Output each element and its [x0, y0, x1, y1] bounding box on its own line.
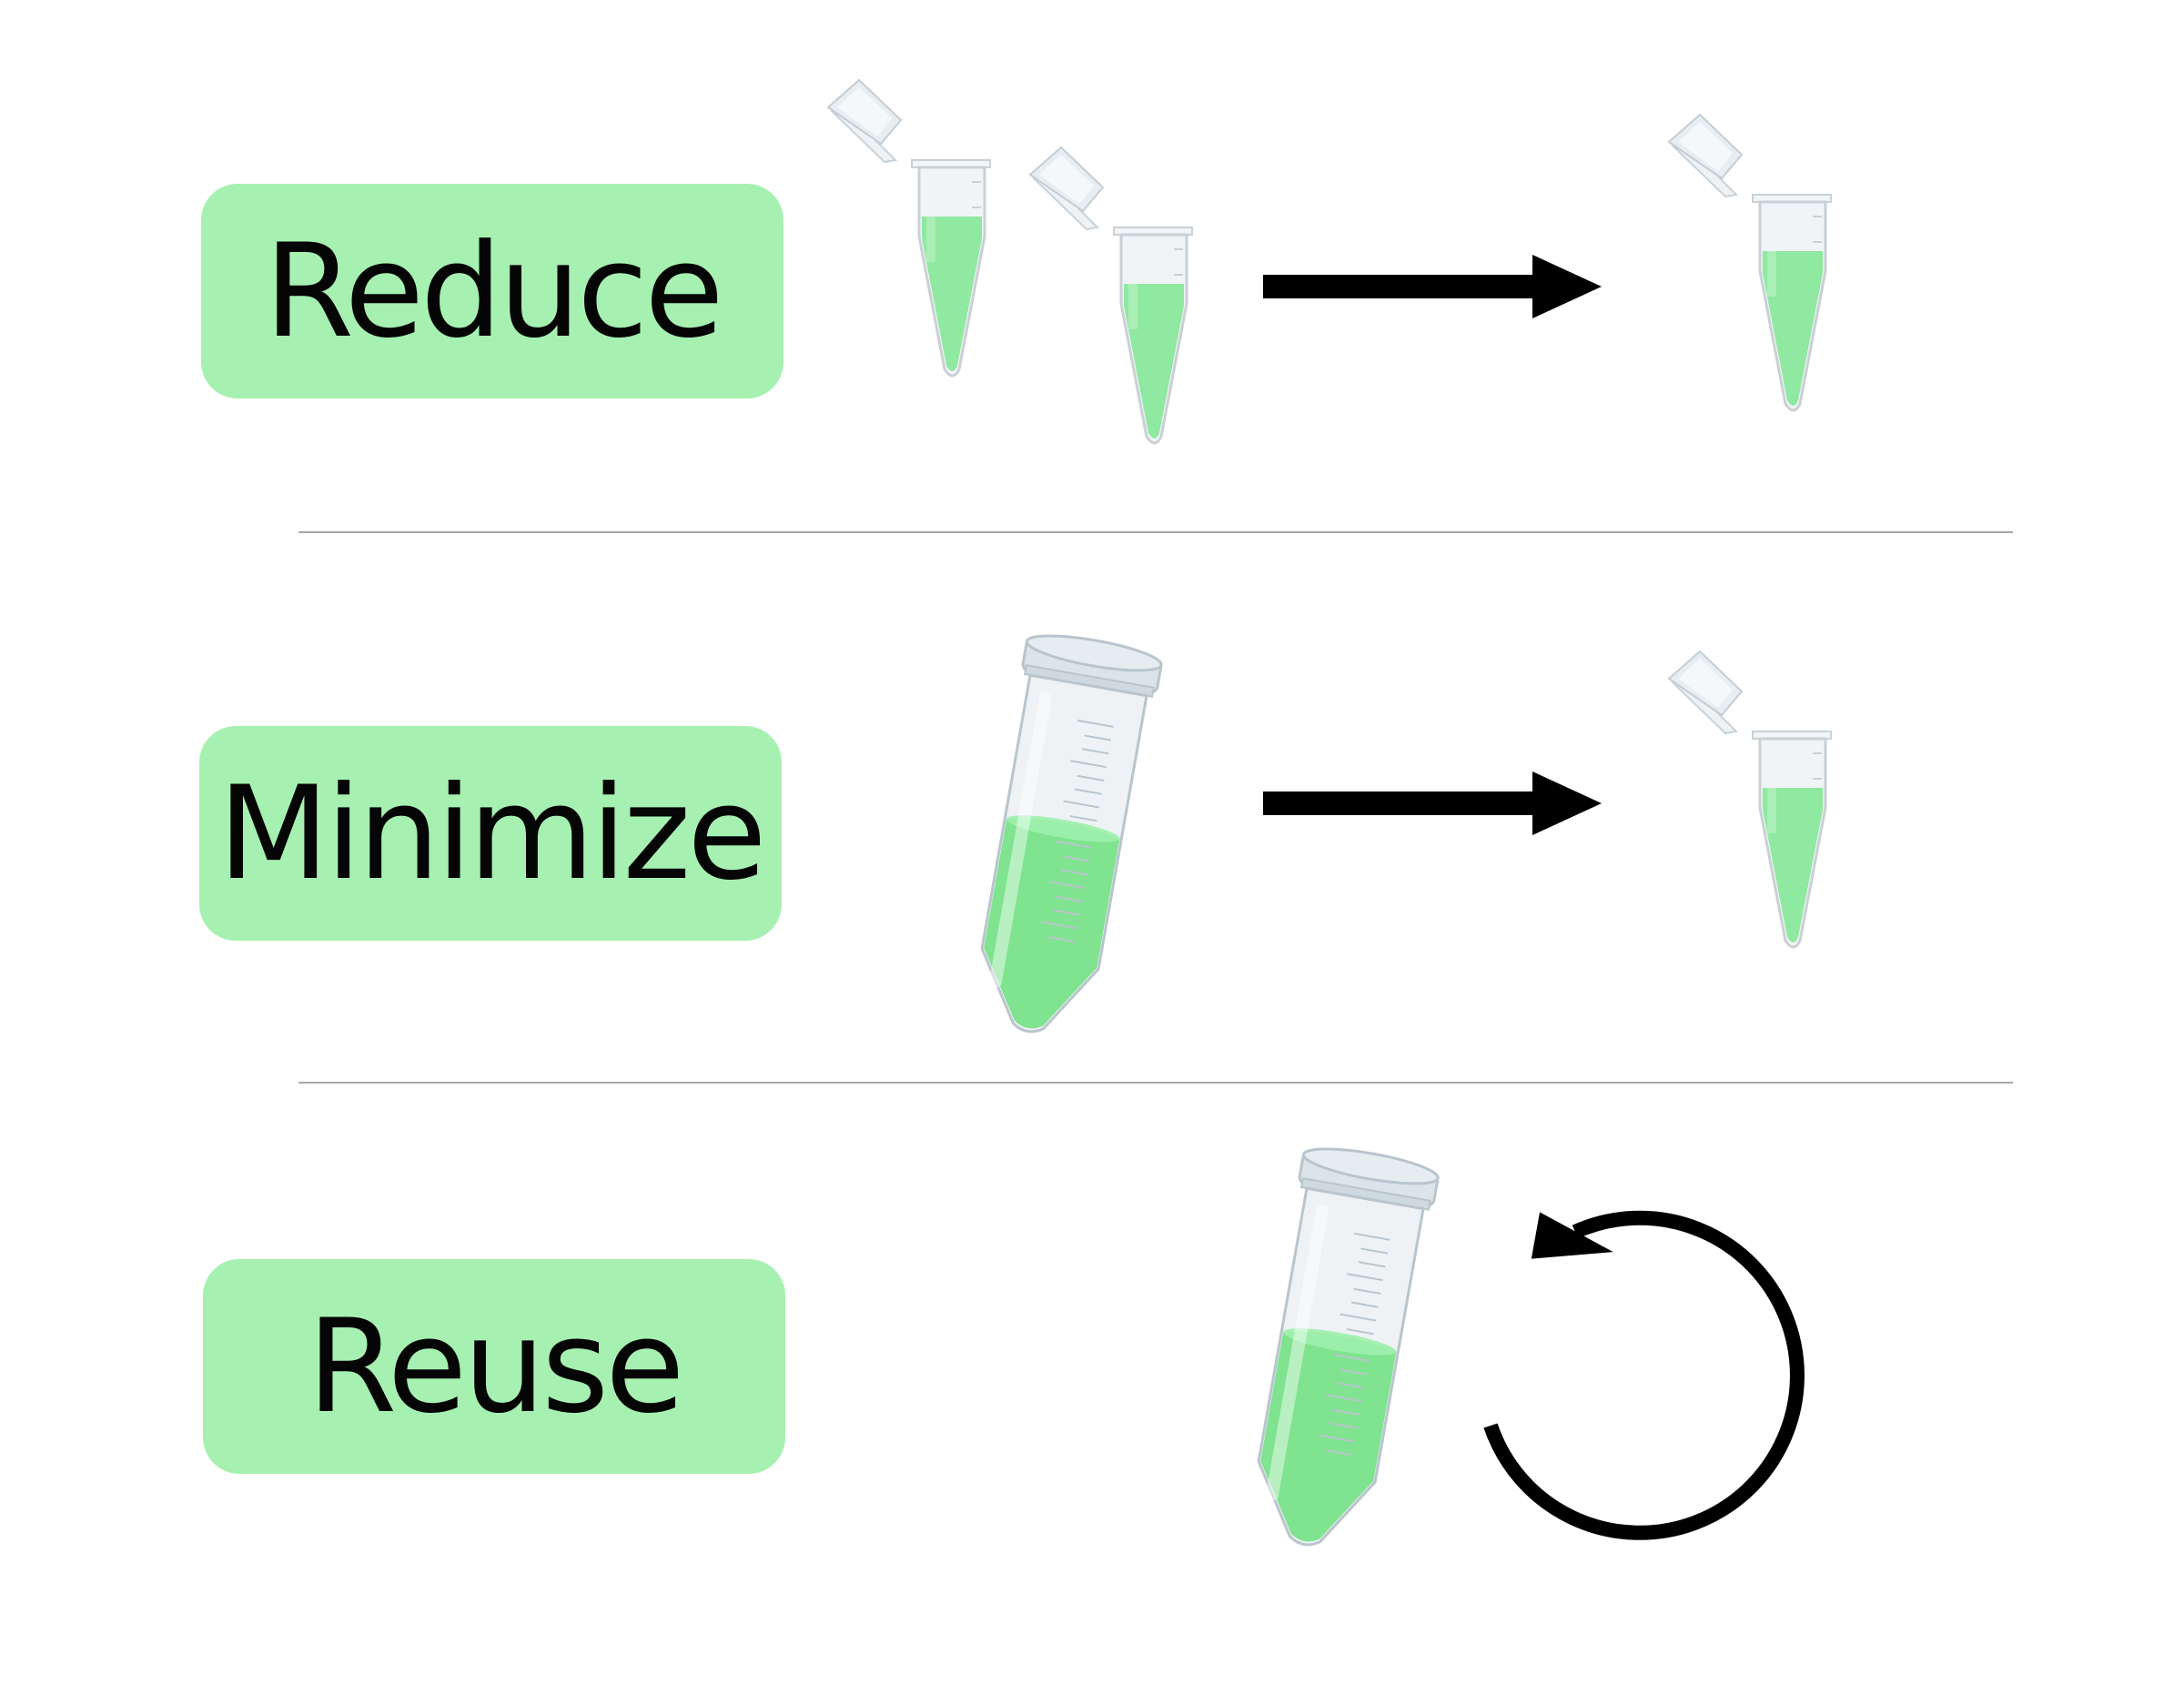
conical-tube-icon: [958, 627, 1166, 1045]
conical-tube-icon: [1235, 1140, 1442, 1558]
microtube-icon: [1028, 146, 1194, 445]
divider-bottom: [298, 1082, 2013, 1084]
label-reduce-text: Reduce: [264, 216, 723, 367]
microtube-icon: [1667, 650, 1833, 949]
label-minimize-text: Minimize: [217, 758, 766, 909]
label-reuse-text: Reuse: [307, 1291, 685, 1442]
label-reduce: Reduce: [201, 184, 784, 398]
divider-top: [298, 531, 2013, 533]
microtube-icon: [1667, 113, 1833, 412]
microtube-icon: [826, 78, 992, 378]
circular-arrow-icon: [1483, 1210, 1805, 1540]
arrow-right-icon: [1263, 771, 1602, 835]
arrow-right-icon: [1263, 255, 1602, 318]
label-reuse: Reuse: [203, 1259, 785, 1474]
label-minimize: Minimize: [199, 726, 782, 941]
